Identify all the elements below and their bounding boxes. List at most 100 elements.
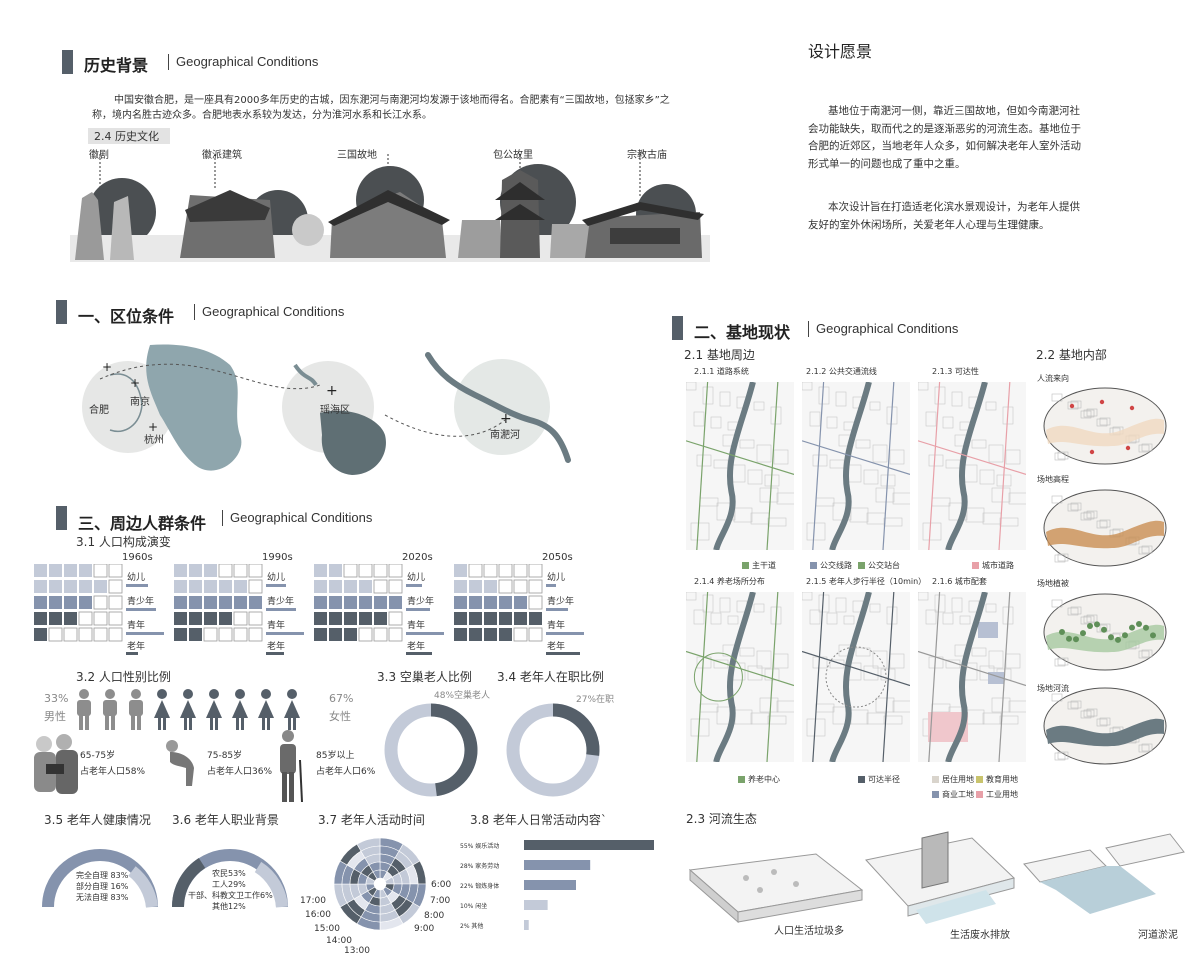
map-block (713, 659, 729, 669)
population-cell (329, 596, 342, 609)
oval-block (1099, 417, 1111, 426)
gender-heading: 3.2 人口性别比例 (76, 670, 171, 684)
population-cell (189, 564, 202, 577)
map-block (753, 401, 765, 411)
legend-item: 养老中心 (738, 774, 780, 785)
population-cell (64, 580, 77, 593)
map-block (925, 411, 937, 427)
map-road (928, 382, 941, 550)
population-cell (204, 596, 217, 609)
clock-label: 9:00 (414, 924, 435, 934)
map-block (843, 615, 855, 625)
tree-dot (1122, 632, 1128, 639)
tree-dot (1073, 636, 1079, 643)
map-block (863, 665, 879, 681)
population-cell (79, 596, 92, 609)
population-cell (358, 627, 373, 642)
map-block (759, 697, 779, 713)
population-cell (63, 627, 78, 642)
location-label-yaohai: 瑶海区 (320, 405, 350, 416)
map-block (965, 507, 985, 523)
oval-block (1096, 418, 1108, 427)
map-block (776, 700, 794, 713)
map-block (942, 416, 954, 429)
activity-bar (524, 880, 576, 890)
oval-block (1096, 718, 1108, 727)
male-figure-icon (77, 689, 91, 730)
tree-dot (1150, 632, 1156, 639)
map-block (869, 401, 881, 411)
group-label: 青少年 (407, 597, 435, 607)
map-block (918, 382, 929, 391)
population-cell (34, 564, 47, 577)
population-cell (203, 627, 218, 642)
oval-block (1070, 700, 1082, 709)
empty-nest-label: 48%空巢老人 (434, 691, 491, 701)
map-block (918, 592, 929, 601)
population-cell (329, 580, 342, 593)
population-cell (454, 628, 467, 641)
oval-block (1057, 451, 1069, 460)
decade-label: 1960s (122, 552, 153, 563)
population-cell (93, 611, 108, 626)
ecology-caption: 河道淤泥 (1138, 930, 1178, 941)
population-cell (484, 596, 497, 609)
vegetation-oval (1043, 593, 1167, 671)
population-cell (219, 580, 232, 593)
job-item: 工人29% (212, 880, 246, 889)
map-road (882, 592, 895, 762)
location-subtitle: Geographical Conditions (194, 304, 344, 320)
employment-donut (506, 703, 600, 797)
population-cell (358, 564, 373, 578)
job-item: 农民53% (212, 869, 246, 878)
elder-photo-icon (30, 730, 82, 800)
river-path (829, 592, 872, 762)
oval-block (1057, 751, 1069, 760)
oval-block (1086, 408, 1098, 417)
population-cell (189, 628, 202, 641)
population-cell (469, 580, 482, 593)
population-composition-heading: 3.1 人口构成演变 (76, 535, 171, 549)
employment-label: 27%在职 (576, 695, 615, 705)
population-cell (343, 564, 358, 578)
culture-item-label: 包公故里 (493, 150, 533, 161)
population-cell (174, 596, 187, 609)
group-label: 青少年 (127, 597, 155, 607)
map-block (750, 712, 770, 725)
map-block (739, 439, 755, 449)
legend-label: 教育用地 (986, 775, 1018, 784)
oval-block (1080, 512, 1092, 521)
map-block (756, 444, 772, 463)
population-cell (108, 595, 123, 610)
legend-item: 可达半径 (858, 774, 900, 785)
oval-block (1070, 502, 1082, 511)
location-label-hangzhou: 杭州 (144, 435, 164, 446)
population-bar (126, 652, 138, 655)
map-block (739, 647, 755, 657)
walking-radius-map (802, 592, 910, 762)
map-block (747, 665, 763, 681)
population-cell (174, 628, 187, 641)
map-block (812, 454, 828, 467)
map-caption: 2.1.3 可达性 (932, 367, 979, 376)
bar-category-label: 55% 娱乐活动 (460, 842, 499, 850)
population-cell (174, 564, 187, 577)
population-cell (314, 612, 327, 625)
population-cell (468, 564, 483, 578)
female-figure-icon (232, 689, 248, 730)
population-cell (234, 580, 247, 593)
map-block (829, 659, 845, 669)
inner-caption: 场地河流 (1037, 684, 1069, 693)
population-cell (219, 596, 232, 609)
map-block (925, 609, 937, 625)
population-cell (344, 628, 357, 641)
job-arc (172, 849, 288, 908)
map-block (934, 386, 946, 405)
inner-caption: 场地高程 (1037, 475, 1069, 484)
group-label: 幼儿 (127, 573, 146, 583)
population-cell (388, 579, 403, 594)
population-cell (528, 627, 543, 642)
population-cell (34, 580, 47, 593)
map-block (835, 391, 847, 407)
population-bar (126, 632, 164, 635)
